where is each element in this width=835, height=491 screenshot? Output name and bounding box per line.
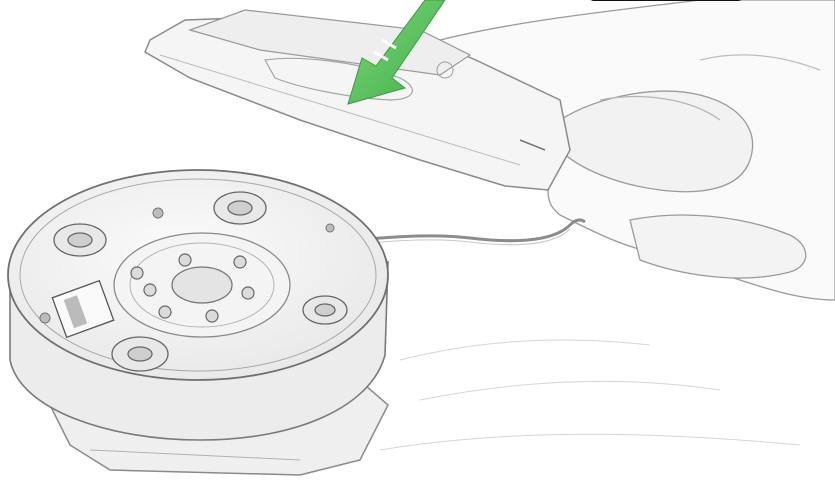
sketch-texture — [380, 340, 800, 450]
camera-base — [8, 170, 388, 440]
top-label-tab — [588, 0, 744, 1]
